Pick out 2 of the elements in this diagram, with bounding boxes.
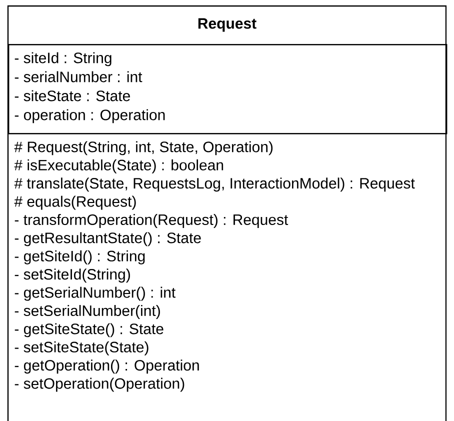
attribute-compartment: - siteId : String - serialNumber : int - siteState : State - operation : Operation <box>8 44 448 134</box>
operation-compartment: # Request(String, int, State, Operation) # isExecutable(State) : boolean # translate(State, RequestsLog, InteractionModel) : Request # equals(Request) - transformOperation(Request) : Request - getResultantState() : State - getSiteId() : String - setSiteId(String) - getSerialNumber() : int - setSerialNumber(int) - getSiteState() : State - setSiteState(State) - getOperation() : Operation - setOperation(Operation) <box>14 141 415 392</box>
